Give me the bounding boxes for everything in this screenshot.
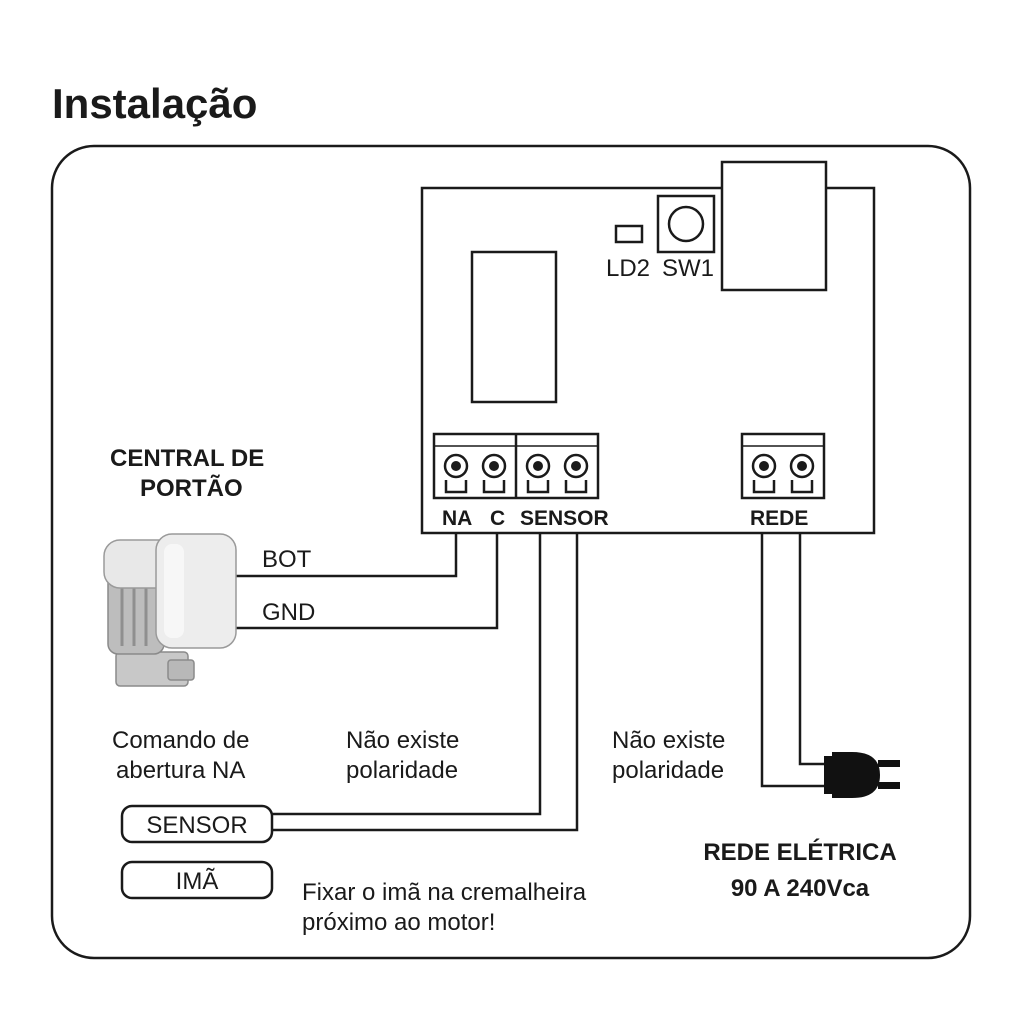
power-label-line1: REDE ELÉTRICA <box>703 838 896 866</box>
wire-bot-label: BOT <box>262 546 312 573</box>
power-plug-icon <box>824 752 900 798</box>
terminal-screw-icon <box>443 453 469 494</box>
gate-central-label-line2: PORTÃO <box>140 474 243 502</box>
switch-button-icon <box>667 205 705 243</box>
terminal-c-label: C <box>490 507 505 530</box>
power-label-line2: 90 A 240Vca <box>731 875 870 902</box>
terminal-sensor-label: SENSOR <box>520 507 609 530</box>
terminal-screw-icon <box>789 453 815 494</box>
wire-gnd-label: GND <box>262 599 315 626</box>
sensor-polarity-note-line2: polaridade <box>346 757 458 784</box>
terminal-rede-label: REDE <box>750 507 808 530</box>
switch-sw1-label: SW1 <box>662 255 714 282</box>
terminal-block-left <box>432 432 600 500</box>
magnet-note-line1: Fixar o imã na cremalheira <box>302 879 587 906</box>
gate-note-line1: Comando de <box>112 727 249 754</box>
power-polarity-note-line2: polaridade <box>612 757 724 784</box>
power-polarity-note-line1: Não existe <box>612 727 725 754</box>
wire-sensor-2 <box>272 533 579 832</box>
wiring <box>236 533 836 832</box>
board-component-block <box>470 250 558 404</box>
terminal-block-rede <box>740 432 826 500</box>
sensor-box-label: SENSOR <box>146 812 247 839</box>
page-title: Instalação <box>52 80 257 127</box>
magnet-box <box>120 860 274 900</box>
gate-note-line2: abertura NA <box>116 757 245 784</box>
sensor-polarity-note-line1: Não existe <box>346 727 459 754</box>
wire-bot <box>236 533 458 578</box>
terminal-screw-icon <box>751 453 777 494</box>
led-ld2-icon <box>614 224 644 244</box>
gate-central-label-line1: CENTRAL DE <box>110 445 264 472</box>
wire-rede-2 <box>798 533 836 766</box>
led-ld2-label: LD2 <box>606 255 650 282</box>
terminal-screw-icon <box>481 453 507 494</box>
magnet-box-label: IMÃ <box>176 868 219 895</box>
diagram-frame <box>50 144 972 960</box>
wire-rede-1 <box>760 533 836 788</box>
wire-gnd <box>236 533 499 630</box>
terminal-screw-icon <box>525 453 551 494</box>
terminal-na-label: NA <box>442 507 472 530</box>
wire-sensor-1 <box>272 533 542 816</box>
gate-motor-icon <box>103 533 237 687</box>
terminal-screw-icon <box>563 453 589 494</box>
sensor-box <box>120 804 274 844</box>
magnet-note-line2: próximo ao motor! <box>302 909 495 936</box>
transformer-block <box>720 160 828 292</box>
control-board: LD2 SW1 NA <box>420 160 876 535</box>
